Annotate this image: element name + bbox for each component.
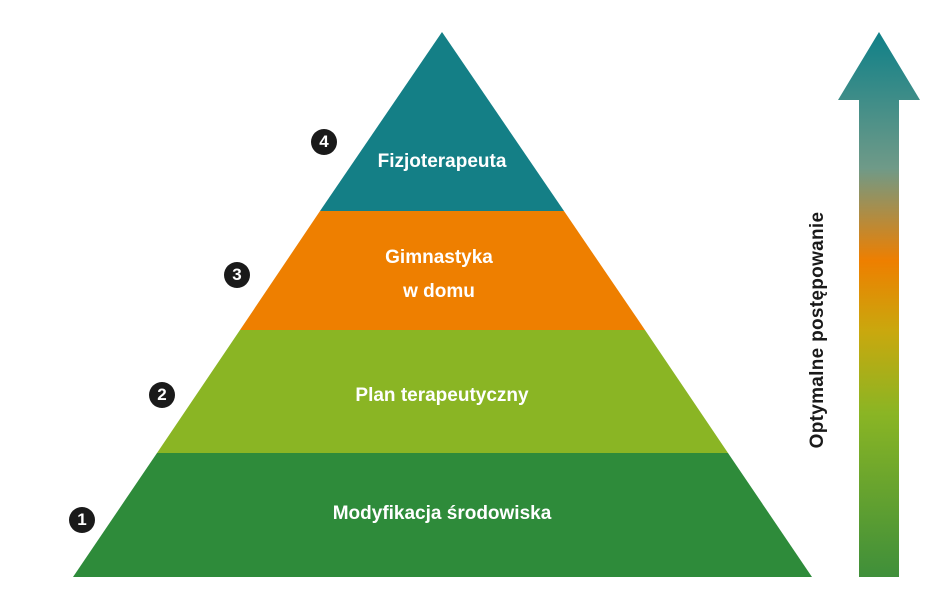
tier-number-badge-4: 4	[311, 129, 337, 155]
tier-label-3: Gimnastyka w domu	[385, 241, 493, 309]
tier-label-3-line-1: Gimnastyka	[385, 247, 493, 268]
tier-label-3-line-2: w domu	[403, 281, 475, 302]
progress-arrow	[838, 32, 920, 577]
arrow-label: Optymalne postępowanie	[807, 211, 828, 449]
tier-number-badge-3: 3	[224, 262, 250, 288]
tier-label-1: Modyfikacja środowiska	[333, 497, 552, 531]
tier-number-badge-1: 1	[69, 507, 95, 533]
pyramid-tier-4	[320, 32, 564, 211]
tier-number-badge-2: 2	[149, 382, 175, 408]
tier-label-2: Plan terapeutyczny	[355, 379, 528, 413]
tier-label-2-line: Plan terapeutyczny	[355, 385, 529, 406]
tier-label-4-line: Fizjoterapeuta	[377, 151, 507, 172]
pyramid-tier-3	[240, 211, 645, 330]
pyramid-tier-2	[157, 330, 728, 453]
tier-label-4: Fizjoterapeuta	[378, 145, 507, 179]
tier-label-1-line: Modyfikacja środowiska	[332, 503, 552, 524]
pyramid-tier-1	[73, 453, 812, 577]
